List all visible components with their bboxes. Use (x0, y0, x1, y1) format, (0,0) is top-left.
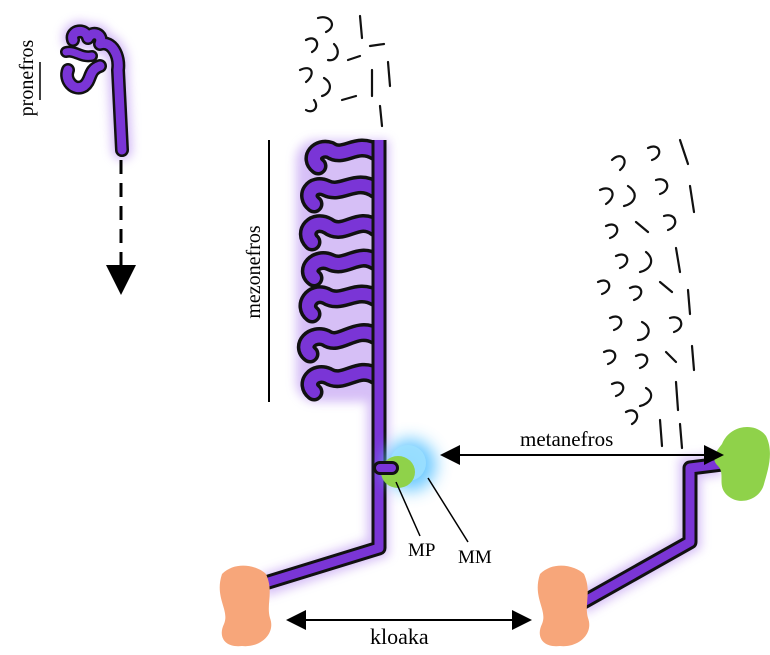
pronefros-label: pronefros (16, 39, 38, 116)
mm-pointer (428, 478, 468, 542)
cloaca-left (220, 566, 272, 647)
metanefros-label: metanefros (520, 427, 613, 451)
pronefros-duct (66, 31, 122, 150)
metanephros-blob (714, 427, 770, 501)
mezonefros-group: mezonefros (220, 16, 492, 646)
metanefros-group (538, 140, 770, 646)
metanefros-faded-tubules (598, 140, 694, 448)
mezonefros-label: mezonefros (243, 225, 265, 319)
mm-label: MM (458, 547, 492, 568)
pronefros-group: pronefros (16, 31, 122, 292)
kloaka-label: kloaka (370, 624, 429, 649)
mp-label: MP (408, 540, 435, 561)
cloaca-right (538, 566, 590, 647)
mezonefros-faded-tubules (300, 16, 390, 126)
